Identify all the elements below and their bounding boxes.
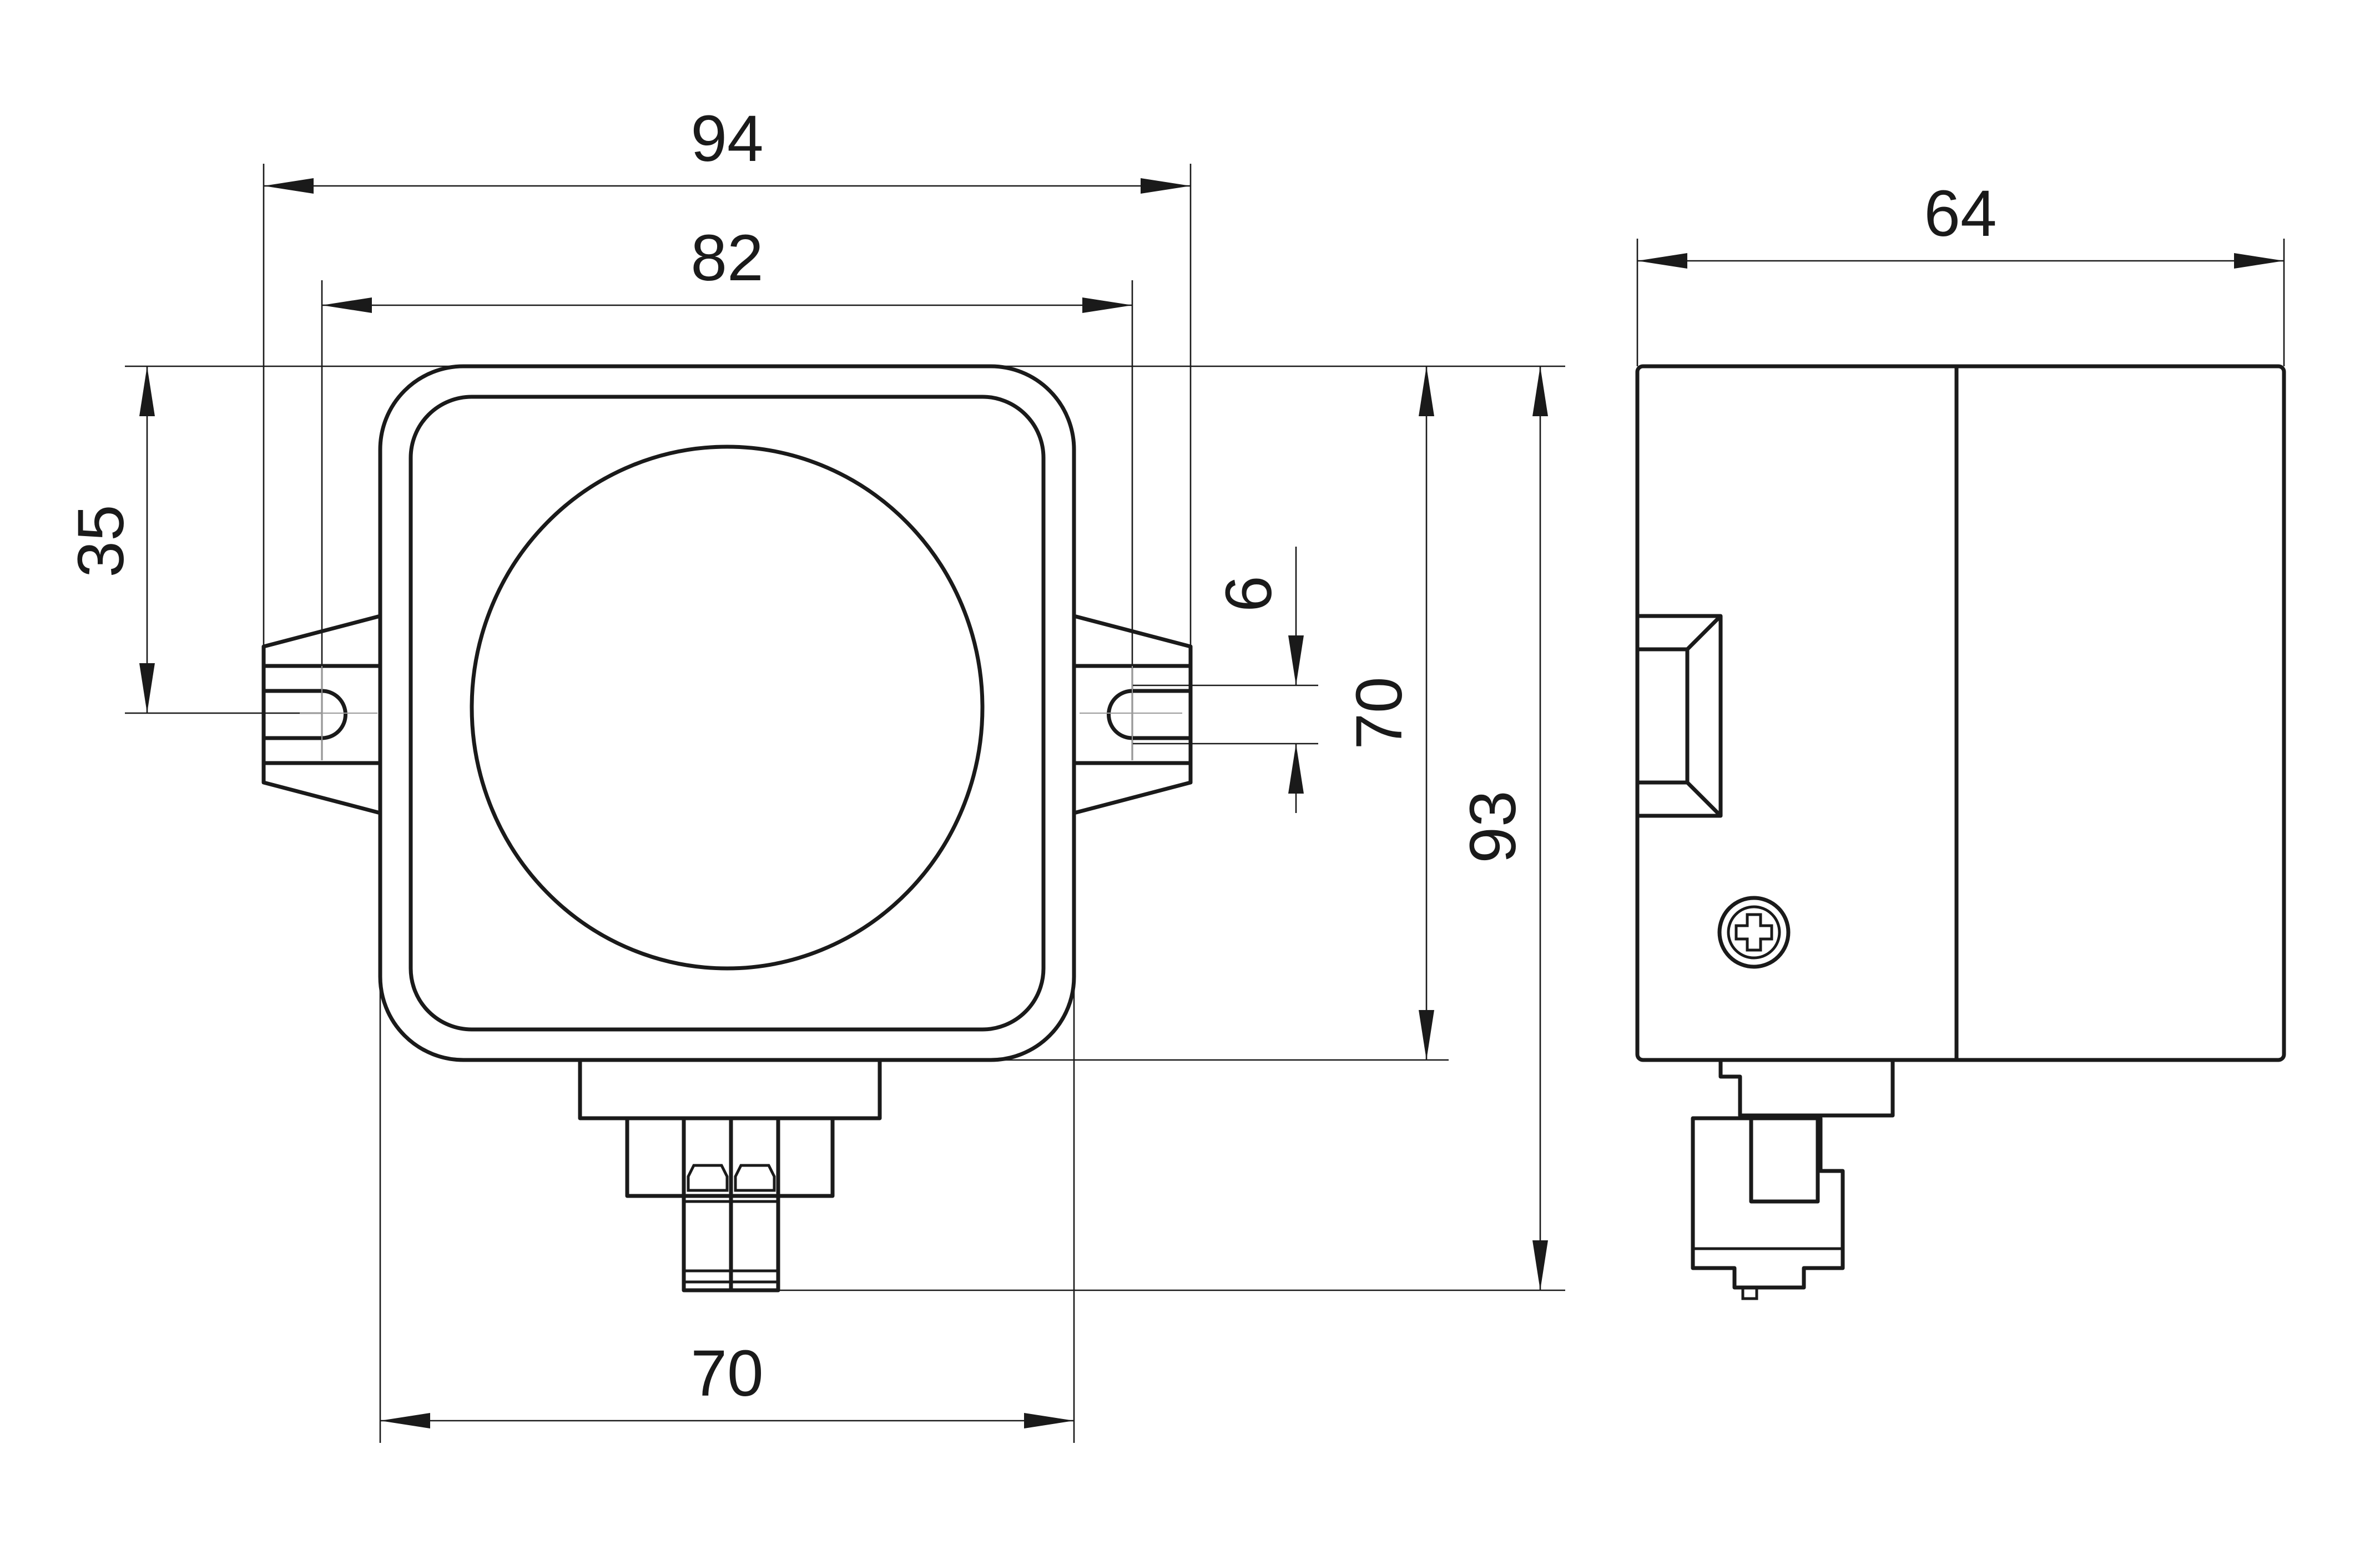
center-lines <box>300 666 1182 760</box>
dimension-lines <box>139 178 2284 1428</box>
dim-depth: 64 <box>1924 177 1996 250</box>
dim-slot-width: 6 <box>1212 575 1285 612</box>
dim-body-width: 70 <box>690 1337 763 1410</box>
dimension-labels: 94 82 64 70 35 6 70 93 <box>64 102 1997 1410</box>
screw-icon <box>1717 896 1791 969</box>
dim-mount-height: 35 <box>64 504 138 577</box>
extension-lines <box>125 164 2285 1443</box>
terminal-left <box>682 1116 733 1292</box>
terminal-right <box>729 1116 780 1292</box>
right-mounting-slot <box>1107 689 1191 740</box>
dim-overall-width: 94 <box>690 102 763 175</box>
side-mounting-lug <box>1637 614 1723 818</box>
side-view <box>1635 364 2286 1300</box>
housing-outer <box>378 364 1076 1062</box>
housing-inner <box>409 395 1046 1032</box>
sensor-lens <box>470 445 985 971</box>
connector-base <box>578 1058 882 1120</box>
side-housing <box>1635 364 2286 1062</box>
left-mounting-slot <box>264 689 347 740</box>
dim-mount-spacing: 82 <box>690 221 763 295</box>
side-connector-body <box>1691 1116 1845 1290</box>
side-connector-base <box>1718 1060 1895 1118</box>
front-view <box>261 364 1193 1292</box>
dim-body-height: 70 <box>1343 676 1416 749</box>
dim-overall-height: 93 <box>1456 790 1530 863</box>
